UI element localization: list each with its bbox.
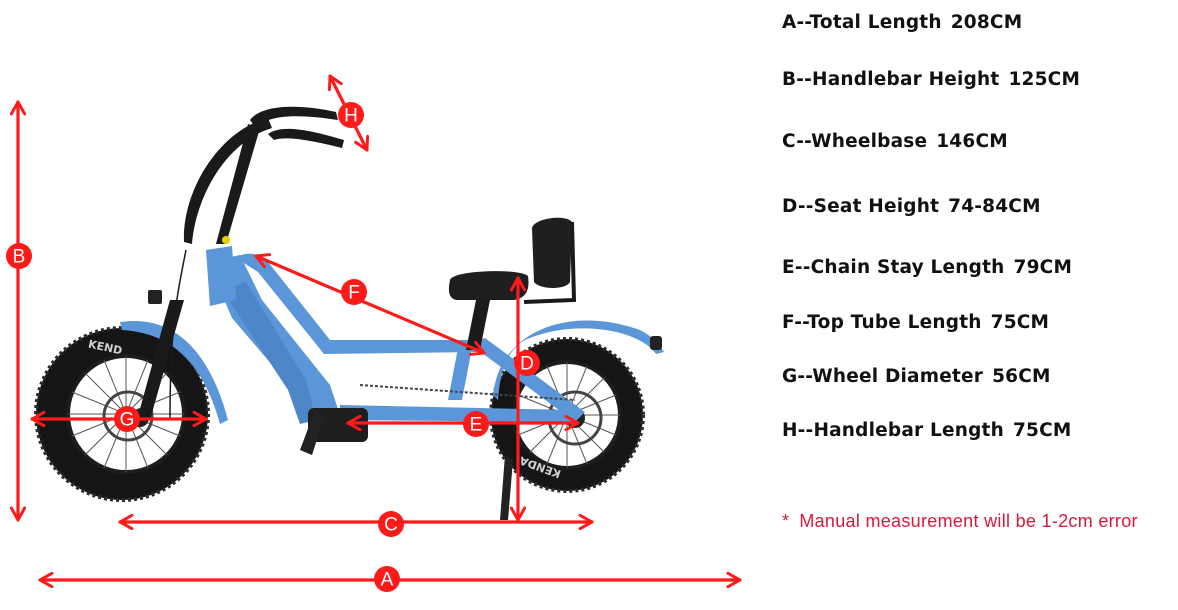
note-text: Manual measurement will be 1-2cm error <box>799 511 1138 531</box>
handlebar-upper <box>250 106 338 128</box>
handlebar-lower <box>268 128 344 148</box>
spec-label: C--Wheelbase <box>782 131 928 152</box>
dimension-badges: A B C D E F G H <box>6 102 540 592</box>
cable-housing <box>183 118 272 244</box>
svg-text:H: H <box>344 106 358 127</box>
svg-text:E: E <box>470 415 483 436</box>
bike-illustration: KENDA KEND <box>34 106 664 520</box>
note-asterisk: * <box>782 511 790 531</box>
svg-text:B: B <box>13 247 26 268</box>
crank-arm <box>300 410 324 455</box>
front-fork <box>138 300 184 420</box>
spec-top-tube-length: F--Top Tube Length 75CM <box>782 312 1049 333</box>
badge-c: C <box>378 511 404 537</box>
badge-a: A <box>374 566 400 592</box>
spec-total-length: A--Total Length 208CM <box>782 12 1022 33</box>
badge-f: F <box>341 279 367 305</box>
badge-g: G <box>114 406 140 432</box>
spec-label: E--Chain Stay Length <box>782 257 1005 278</box>
arrow-f-top-tube <box>254 256 486 353</box>
spec-chain-stay-length: E--Chain Stay Length 79CM <box>782 257 1072 278</box>
spec-label: F--Top Tube Length <box>782 312 982 333</box>
spec-label: H--Handlebar Length <box>782 420 1004 441</box>
spec-handlebar-height: B--Handlebar Height 125CM <box>782 69 1080 90</box>
quick-release <box>222 236 230 244</box>
bike-frame <box>206 246 585 438</box>
badge-b: B <box>6 243 32 269</box>
rear-light <box>650 336 662 350</box>
spec-value: 74-84CM <box>948 196 1041 217</box>
spec-value: 75CM <box>990 312 1050 333</box>
spec-value: 75CM <box>1012 420 1072 441</box>
spec-value: 146CM <box>936 131 1008 152</box>
measurement-note: * Manual measurement will be 1-2cm error <box>782 511 1138 532</box>
backrest-bar <box>523 221 577 304</box>
spec-handlebar-length: H--Handlebar Length 75CM <box>782 420 1072 441</box>
spec-value: 56CM <box>992 366 1051 387</box>
backrest <box>532 217 572 288</box>
spec-wheelbase: C--Wheelbase 146CM <box>782 131 1008 152</box>
spec-label: A--Total Length <box>782 12 942 33</box>
spec-label: G--Wheel Diameter <box>782 366 984 387</box>
spec-value: 79CM <box>1013 257 1073 278</box>
spec-value: 125CM <box>1008 69 1081 90</box>
badge-d: D <box>514 350 540 376</box>
svg-text:G: G <box>120 410 135 431</box>
handlebar-riser <box>216 124 260 244</box>
svg-text:A: A <box>381 570 394 591</box>
bike-dimension-diagram: KENDA KEND <box>6 74 742 592</box>
svg-text:D: D <box>520 354 534 375</box>
spec-label: B--Handlebar Height <box>782 69 1000 90</box>
badge-h: H <box>338 102 364 128</box>
spec-wheel-diameter: G--Wheel Diameter 56CM <box>782 366 1051 387</box>
spec-seat-height: D--Seat Height 74-84CM <box>782 196 1041 217</box>
front-fender <box>120 321 228 424</box>
spec-value: 208CM <box>950 12 1023 33</box>
badge-e: E <box>463 411 489 437</box>
headlight <box>148 290 162 304</box>
svg-text:F: F <box>348 283 360 304</box>
spec-label: D--Seat Height <box>782 196 940 217</box>
svg-text:C: C <box>384 515 398 536</box>
kickstand <box>500 455 513 520</box>
chain <box>359 384 576 401</box>
brake-cable <box>169 249 187 421</box>
